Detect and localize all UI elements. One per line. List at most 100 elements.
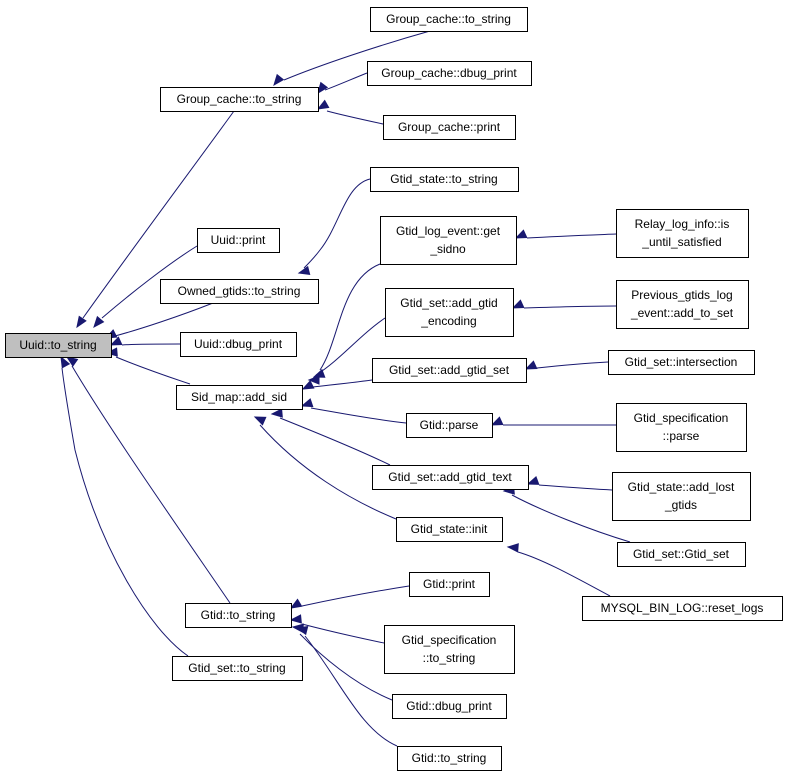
- function-node-label: Gtid_specification: [634, 411, 729, 425]
- function-node[interactable]: Group_cache::to_string: [160, 87, 319, 112]
- call-edge-n24-to-n23: [289, 585, 410, 609]
- call-edge-n26-to-n23: [291, 623, 393, 701]
- call-edge-n12-to-n9: [307, 317, 386, 385]
- function-node[interactable]: Group_cache::to_string: [370, 7, 528, 32]
- function-node-label: Gtid::to_string: [201, 608, 276, 622]
- call-edge-n19-to-n18: [526, 475, 613, 491]
- function-node[interactable]: Gtid::dbug_print: [392, 694, 507, 719]
- arrowhead-icon: [526, 475, 540, 485]
- function-node-label: _encoding: [420, 314, 476, 328]
- function-node[interactable]: Uuid::dbug_print: [180, 332, 297, 357]
- function-node[interactable]: Gtid_state::to_string: [370, 167, 519, 192]
- arrowhead-icon: [76, 315, 87, 329]
- function-node[interactable]: Gtid::to_string: [397, 746, 502, 771]
- function-node[interactable]: Gtid::print: [409, 572, 490, 597]
- function-node[interactable]: Gtid::parse: [406, 413, 493, 438]
- call-edge-n15-to-n14: [524, 360, 609, 370]
- function-node[interactable]: Gtid_set::add_gtid_text: [372, 465, 529, 490]
- function-node-label: MYSQL_BIN_LOG::reset_logs: [601, 601, 764, 615]
- function-node-label: Uuid::to_string: [19, 338, 96, 352]
- function-node[interactable]: Sid_map::add_sid: [176, 385, 303, 410]
- function-node-label: _gtids: [664, 498, 697, 512]
- function-node[interactable]: Group_cache::dbug_print: [367, 61, 532, 86]
- arrowhead-icon: [297, 265, 311, 276]
- function-node[interactable]: Owned_gtids::to_string: [160, 279, 319, 304]
- function-node-label: ::to_string: [423, 651, 476, 665]
- function-node-label: _sidno: [429, 242, 466, 256]
- function-node-label: Owned_gtids::to_string: [178, 284, 301, 298]
- function-node-label: Gtid_state::to_string: [390, 172, 497, 186]
- function-node[interactable]: MYSQL_BIN_LOG::reset_logs: [582, 596, 783, 621]
- arrowhead-icon: [93, 315, 105, 329]
- call-edge-n20-to-n18: [502, 485, 631, 543]
- function-node-label: _event::add_to_set: [630, 306, 734, 320]
- call-edge-n9-to-n0: [105, 347, 191, 385]
- function-node-label: Gtid::parse: [420, 418, 479, 432]
- function-node-label: Gtid_set::to_string: [188, 661, 285, 675]
- function-node-label: Gtid::to_string: [412, 751, 487, 765]
- function-node[interactable]: Gtid_set::intersection: [608, 350, 755, 375]
- function-node-label: Gtid_set::add_gtid: [400, 296, 497, 310]
- function-node-label: Gtid::print: [423, 577, 476, 591]
- call-graph-edges: [60, 30, 631, 747]
- call-edge-n16-to-n9: [300, 398, 407, 424]
- call-edge-n4-to-n1: [316, 99, 384, 125]
- function-node-label: Sid_map::add_sid: [191, 390, 287, 404]
- function-node-label: Uuid::dbug_print: [194, 337, 283, 351]
- function-node-label: Gtid_set::Gtid_set: [633, 547, 730, 561]
- call-edge-n8-to-n0: [109, 336, 181, 346]
- function-node-label: Gtid::dbug_print: [406, 699, 492, 713]
- function-node-label: Gtid_set::add_gtid_text: [388, 470, 512, 484]
- function-node[interactable]: Group_cache::print: [383, 115, 516, 140]
- arrowhead-icon: [307, 375, 320, 385]
- function-node[interactable]: Gtid_set::add_gtid_encoding: [385, 288, 514, 337]
- function-node-label: Gtid_log_event::get: [396, 224, 501, 238]
- function-node[interactable]: Gtid_state::init: [396, 517, 503, 542]
- call-edge-n2-to-n1: [273, 30, 431, 87]
- function-node[interactable]: Gtid_log_event::get_sidno: [380, 216, 517, 265]
- function-node-label: _until_satisfied: [641, 235, 721, 249]
- function-node-label: Group_cache::print: [398, 120, 501, 134]
- function-node-label: Gtid_set::add_gtid_set: [389, 363, 510, 377]
- arrowhead-icon: [317, 81, 329, 95]
- function-node[interactable]: Gtid_specification::to_string: [384, 625, 515, 674]
- call-edge-n14-to-n9: [301, 379, 373, 390]
- function-node-label: Gtid_state::init: [411, 522, 488, 536]
- call-edge-n25-to-n23: [289, 614, 385, 644]
- call-edge-n1-to-n0: [76, 110, 235, 329]
- root-function-node[interactable]: Uuid::to_string: [5, 333, 112, 358]
- function-node[interactable]: Gtid_set::Gtid_set: [617, 542, 746, 567]
- call-edge-n5-to-n0: [93, 245, 198, 329]
- function-node[interactable]: Gtid_set::to_string: [172, 656, 303, 681]
- arrowhead-icon: [511, 299, 525, 309]
- arrowhead-icon: [60, 355, 71, 369]
- arrowhead-icon: [300, 398, 314, 408]
- function-node-label: Previous_gtids_log: [631, 288, 732, 302]
- function-node-label: Gtid_set::intersection: [625, 355, 738, 369]
- call-edge-n27-to-n23: [295, 625, 398, 747]
- function-node-label: Group_cache::to_string: [386, 12, 511, 26]
- arrowhead-icon: [490, 416, 504, 426]
- arrowhead-icon: [109, 336, 123, 346]
- call-edge-n23-to-n0: [65, 356, 231, 604]
- function-node[interactable]: Relay_log_info::is_until_satisfied: [616, 209, 749, 258]
- call-edge-n13-to-n12: [511, 299, 617, 309]
- arrowhead-icon: [289, 614, 302, 624]
- call-edge-n11-to-n10: [514, 229, 617, 239]
- function-node[interactable]: Gtid_set::add_gtid_set: [372, 358, 527, 383]
- call-edge-n10-to-n9: [312, 263, 381, 378]
- arrowhead-icon: [270, 408, 283, 418]
- function-node[interactable]: Gtid_specification::parse: [616, 403, 747, 452]
- arrowhead-icon: [524, 360, 538, 370]
- arrowhead-icon: [273, 73, 285, 87]
- function-node-label: Gtid_specification: [402, 633, 497, 647]
- function-node[interactable]: Previous_gtids_log_event::add_to_set: [616, 280, 749, 329]
- function-node-label: ::parse: [663, 429, 700, 443]
- function-node-label: Relay_log_info::is: [635, 217, 730, 231]
- function-node[interactable]: Gtid_state::add_lost_gtids: [612, 472, 751, 521]
- arrowhead-icon: [65, 356, 79, 367]
- arrowhead-icon: [289, 598, 303, 609]
- call-edge-n7-to-n6: [297, 178, 371, 276]
- function-node[interactable]: Gtid::to_string: [185, 603, 292, 628]
- function-node[interactable]: Uuid::print: [197, 228, 280, 253]
